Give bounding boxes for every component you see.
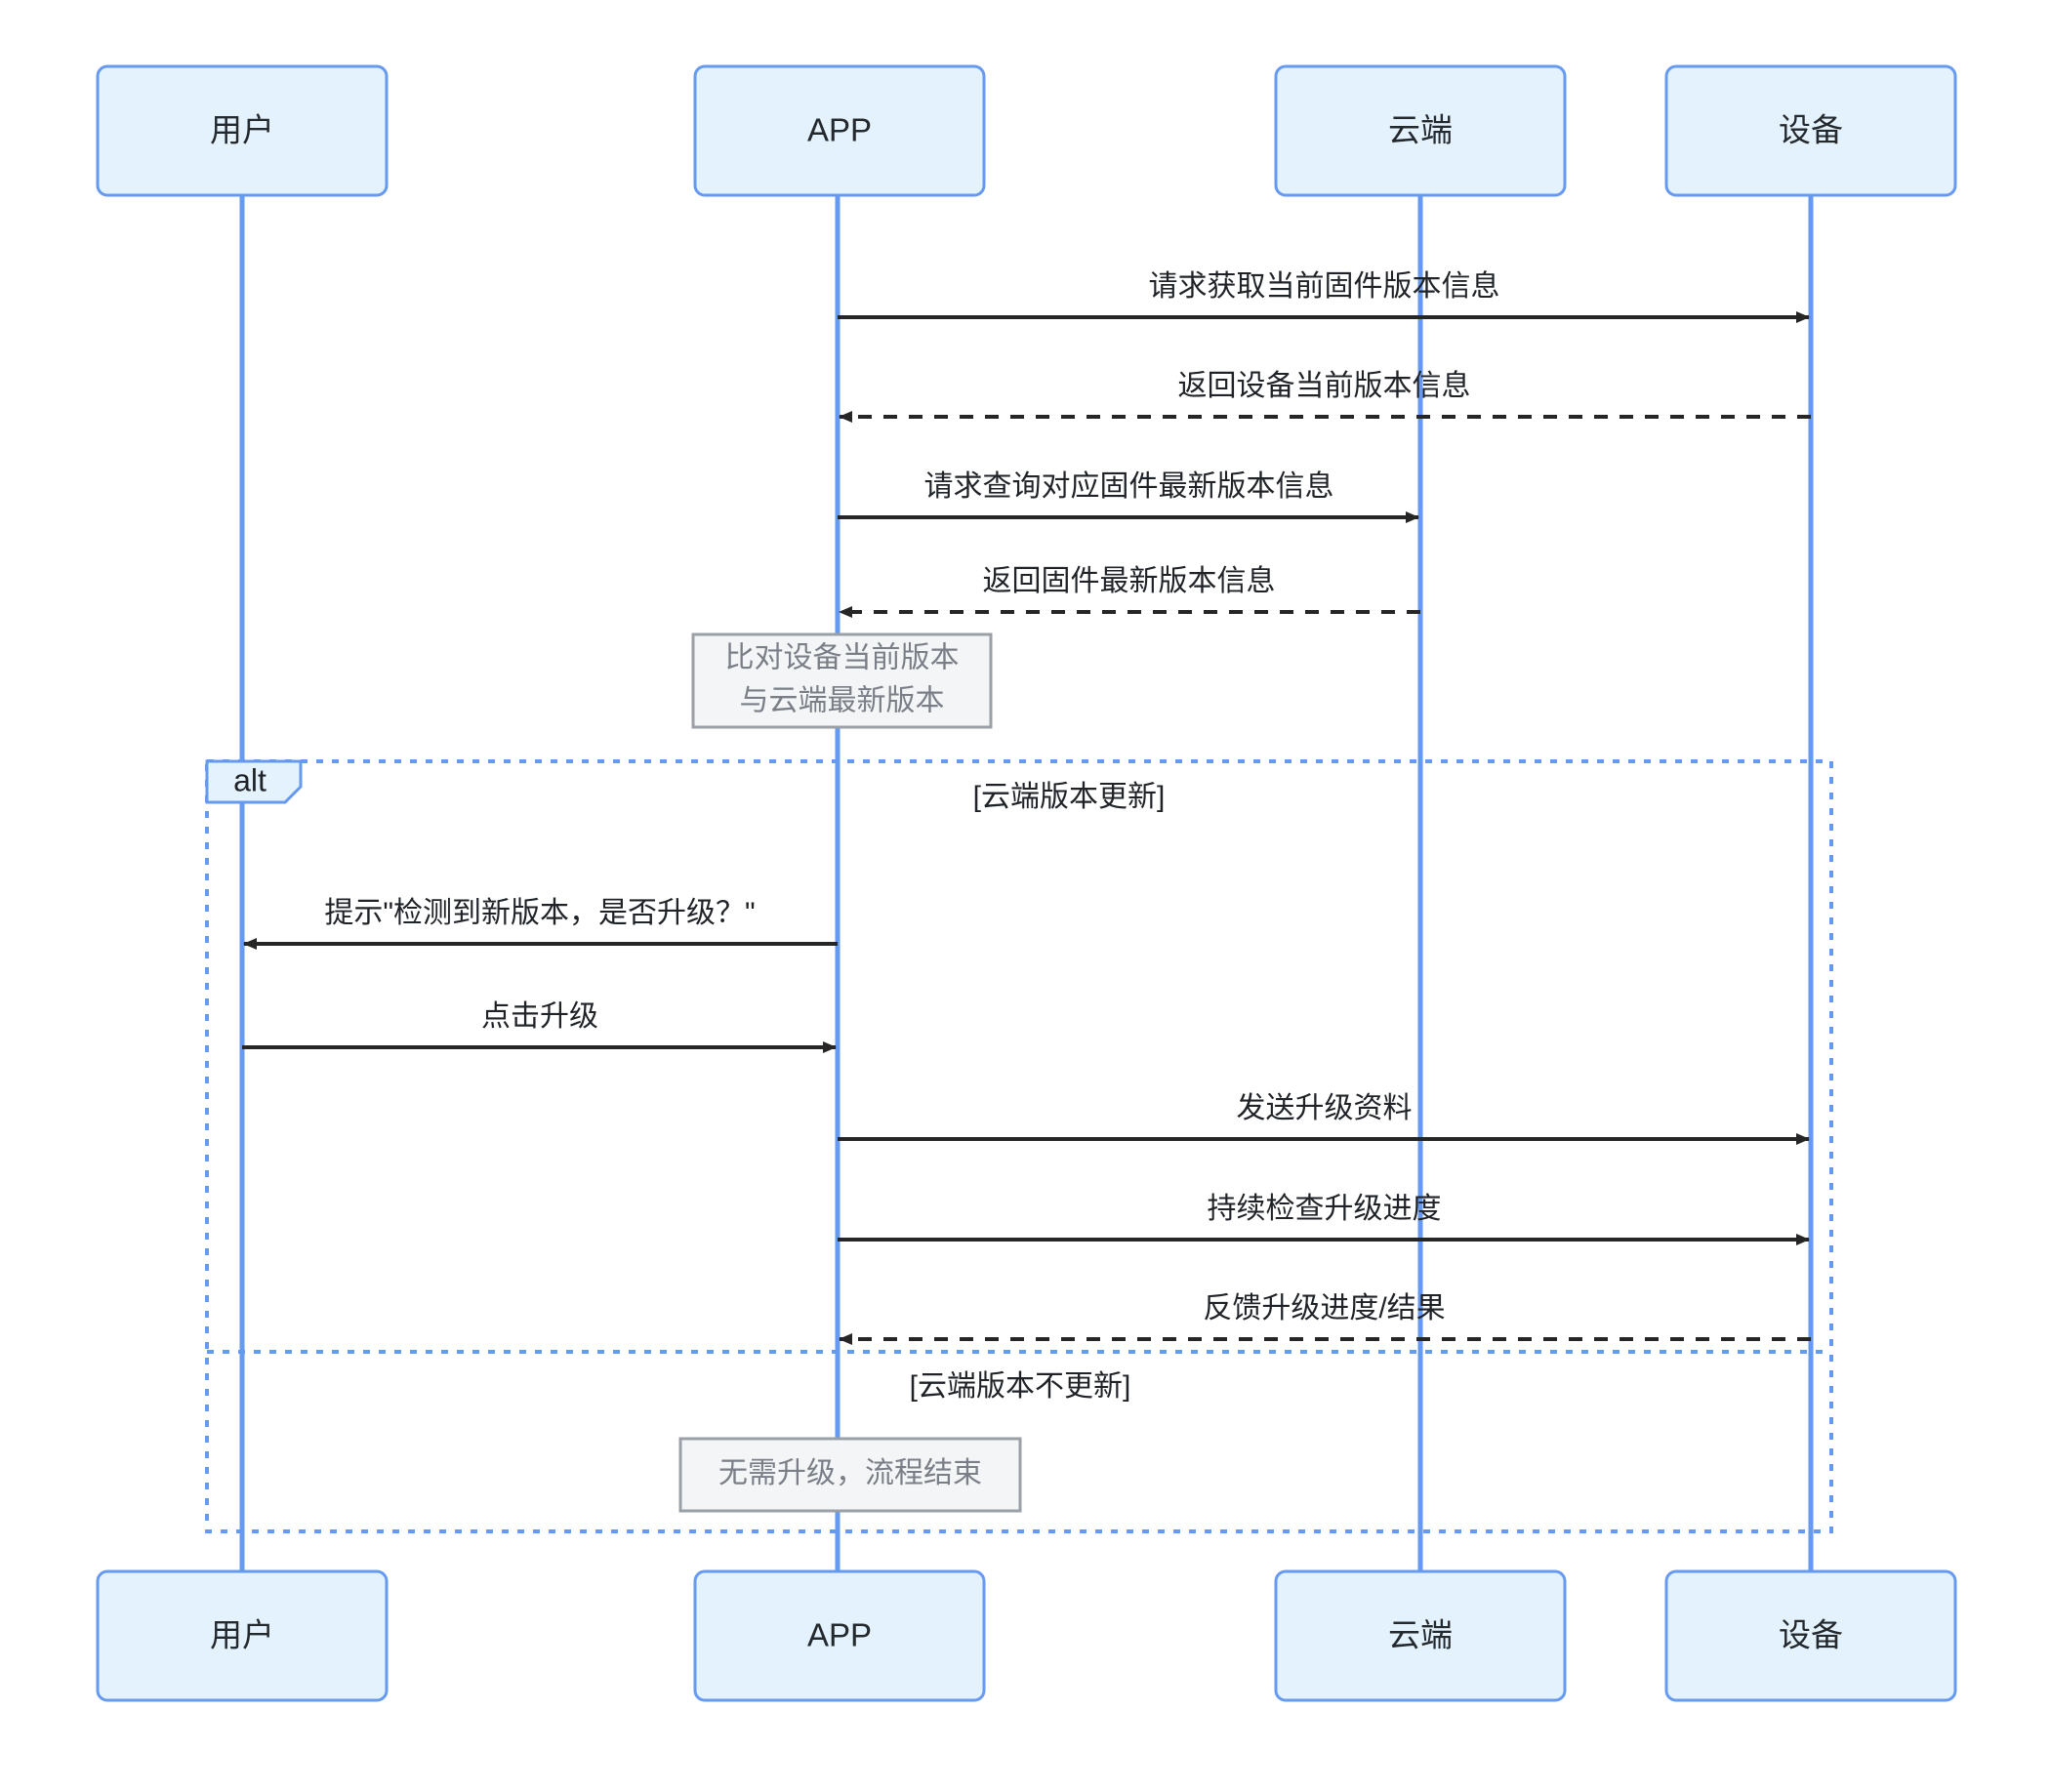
participant-label-device: 设备 — [1779, 1617, 1843, 1653]
participant-box-app — [693, 1569, 986, 1702]
lifelines-group — [239, 195, 1814, 1571]
participant-box-device — [1664, 64, 1957, 197]
alt-fragment-frame — [205, 759, 1833, 1533]
participant-cloud-top[interactable]: 云端 — [1274, 64, 1567, 197]
message-3: 请求查询对应固件最新版本信息 — [838, 470, 1419, 523]
participant-label-user: 用户 — [210, 112, 274, 148]
participant-box-user — [96, 1569, 389, 1702]
message-7: 发送升级资料 — [838, 1092, 1810, 1145]
note-nouptate-line-1: 无需升级，流程结束 — [718, 1457, 982, 1489]
participant-label-app: APP — [807, 1617, 872, 1653]
alt-branch-condition-1: [云端版本更新] — [973, 781, 1166, 813]
participants-top-group: 用户 APP 云端 设备 — [96, 64, 1957, 197]
participant-box-cloud — [1274, 1569, 1567, 1702]
message-9: 反馈升级进度/结果 — [839, 1292, 1811, 1345]
participant-label-cloud: 云端 — [1388, 112, 1453, 148]
message-6: 点击升级 — [242, 1000, 837, 1053]
participant-box-user — [96, 64, 389, 197]
message-1: 请求获取当前固件版本信息 — [838, 270, 1810, 323]
message-label-5: 提示"检测到新版本，是否升级？" — [324, 897, 755, 929]
participant-device-bottom[interactable]: 设备 — [1664, 1569, 1957, 1702]
alt-fragment-group: alt [云端版本更新] [云端版本不更新] — [205, 759, 1833, 1533]
participant-label-cloud: 云端 — [1388, 1617, 1453, 1653]
alt-fragment-tag-label: alt — [233, 762, 266, 797]
alt-branch-condition-2: [云端版本不更新] — [910, 1370, 1131, 1403]
participant-user-top[interactable]: 用户 — [96, 64, 389, 197]
message-4: 返回固件最新版本信息 — [839, 565, 1420, 618]
note-compare-line-2: 与云端最新版本 — [740, 684, 945, 716]
participant-user-bottom[interactable]: 用户 — [96, 1569, 389, 1702]
participant-cloud-bottom[interactable]: 云端 — [1274, 1569, 1567, 1702]
participant-device-top[interactable]: 设备 — [1664, 64, 1957, 197]
note-compare-box — [691, 632, 993, 729]
alt-fragment-tag-shape — [205, 759, 303, 804]
message-2: 返回设备当前版本信息 — [839, 370, 1811, 423]
participant-app-top[interactable]: APP — [693, 64, 986, 197]
message-label-6: 点击升级 — [481, 1000, 598, 1033]
message-label-8: 持续检查升级进度 — [1208, 1193, 1442, 1225]
participant-box-app — [693, 64, 986, 197]
participant-box-cloud — [1274, 64, 1567, 197]
participant-label-device: 设备 — [1779, 112, 1843, 148]
messages-group: 请求获取当前固件版本信息返回设备当前版本信息请求查询对应固件最新版本信息返回固件… — [242, 270, 1811, 1345]
message-label-4: 返回固件最新版本信息 — [983, 565, 1276, 597]
note-nouptate-box — [678, 1437, 1022, 1513]
participants-bottom-group: 用户 APP 云端 设备 — [96, 1569, 1957, 1702]
message-label-2: 返回设备当前版本信息 — [1178, 370, 1471, 402]
note-compare-line-1: 比对设备当前版本 — [725, 641, 960, 673]
participant-label-app: APP — [807, 112, 872, 148]
note-nouptate: 无需升级，流程结束 — [678, 1437, 1022, 1513]
participant-box-device — [1664, 1569, 1957, 1702]
message-label-3: 请求查询对应固件最新版本信息 — [924, 470, 1334, 503]
message-5: 提示"检测到新版本，是否升级？" — [243, 897, 838, 950]
participant-app-bottom[interactable]: APP — [693, 1569, 986, 1702]
message-label-7: 发送升级资料 — [1237, 1092, 1413, 1124]
message-label-1: 请求获取当前固件版本信息 — [1149, 270, 1500, 303]
message-8: 持续检查升级进度 — [838, 1193, 1810, 1245]
participant-label-user: 用户 — [210, 1617, 274, 1653]
message-label-9: 反馈升级进度/结果 — [1203, 1292, 1445, 1324]
